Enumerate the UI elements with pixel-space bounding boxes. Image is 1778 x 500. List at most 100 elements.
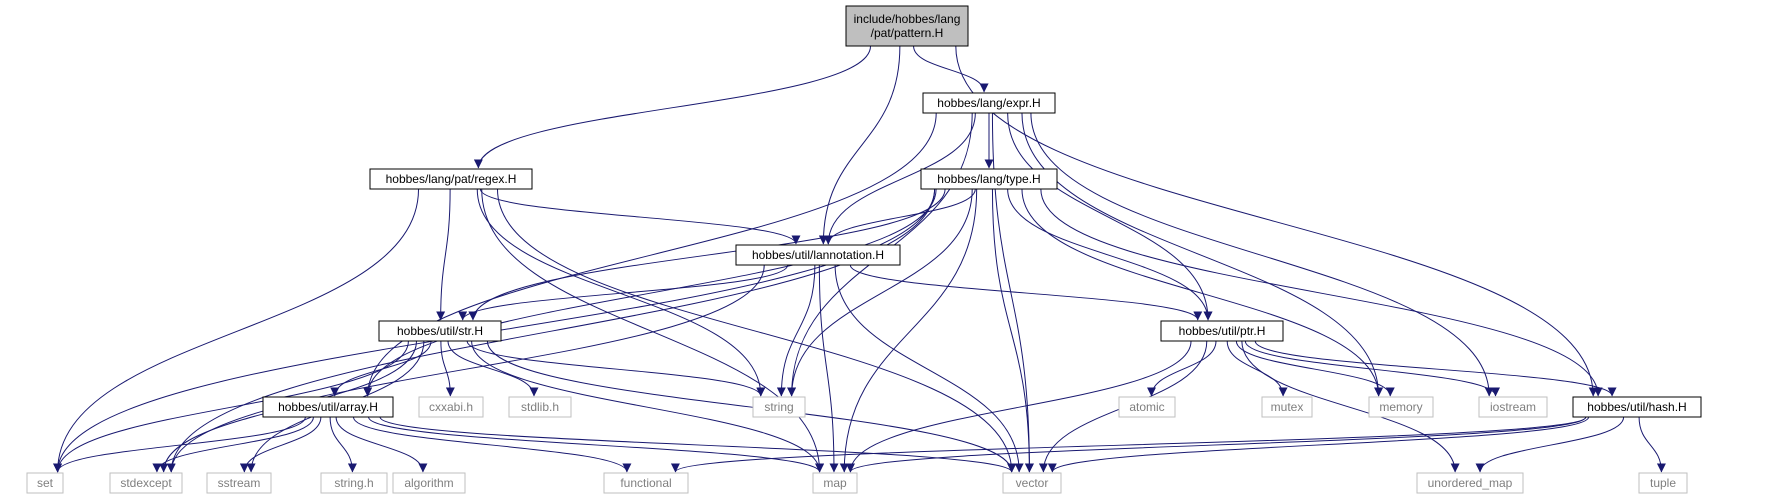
node-cxxabi-box — [418, 396, 484, 418]
edge-type-to-str — [468, 188, 946, 321]
edge-array-to-vector — [379, 416, 1016, 473]
node-atomic[interactable]: atomic — [1118, 396, 1176, 418]
node-sstream-label: sstream — [218, 476, 261, 490]
edge-ptr-to-map — [845, 340, 1192, 473]
node-stdexcept-label: stdexcept — [120, 476, 172, 490]
node-tuple-box — [1638, 472, 1688, 494]
edge-type-to-vector — [991, 188, 1034, 473]
node-stdexcept-box — [109, 472, 183, 494]
node-type-box — [920, 168, 1058, 190]
node-algorithm[interactable]: algorithm — [392, 472, 466, 494]
node-hash-box — [1572, 396, 1702, 418]
node-vector-box — [1002, 472, 1062, 494]
edge-type-to-hash — [1040, 188, 1603, 397]
node-stdlib-label: stdlib.h — [521, 400, 559, 414]
node-cxxabi[interactable]: cxxabi.h — [418, 396, 484, 418]
edge-array-to-map — [368, 416, 824, 473]
node-array[interactable]: hobbes/util/array.H — [262, 396, 394, 418]
edge-hash-to-map — [846, 416, 1587, 473]
node-iostream-label: iostream — [1490, 400, 1536, 414]
edge-type-to-stdexcept — [166, 188, 936, 473]
edge-array-to-functional — [352, 416, 632, 473]
node-atomic-label: atomic — [1129, 400, 1164, 414]
node-algorithm-label: algorithm — [404, 476, 453, 490]
edge-expr-to-memory — [1021, 112, 1384, 397]
node-expr-label: hobbes/lang/expr.H — [937, 96, 1040, 110]
edge-pattern-to-expr — [913, 45, 989, 93]
edge-array-to-set — [53, 416, 306, 473]
node-vector[interactable]: vector — [1002, 472, 1062, 494]
node-tuple[interactable]: tuple — [1638, 472, 1688, 494]
node-string[interactable]: string — [752, 396, 806, 418]
file-nodes: include/hobbes/lang/pat/pattern.H hobbes/… — [26, 5, 1702, 494]
node-memory[interactable]: memory — [1368, 396, 1434, 418]
node-hash[interactable]: hobbes/util/hash.H — [1572, 396, 1702, 418]
edge-regex-to-str — [436, 188, 451, 321]
edge-hash-to-vector — [1047, 416, 1590, 473]
node-iostream-box — [1478, 396, 1548, 418]
node-memory-box — [1368, 396, 1434, 418]
edge-str-to-stdlib — [447, 340, 539, 397]
edge-type-to-memory — [1021, 188, 1384, 397]
node-cxxabi-label: cxxabi.h — [429, 400, 473, 414]
edge-regex-to-string — [476, 188, 766, 397]
node-ptr[interactable]: hobbes/util/ptr.H — [1160, 320, 1284, 342]
node-atomic-box — [1118, 396, 1176, 418]
edge-lannotation-to-map — [818, 264, 839, 473]
node-type-label: hobbes/lang/type.H — [937, 172, 1040, 186]
node-mutex-label: mutex — [1271, 400, 1304, 414]
edge-expr-to-array — [363, 112, 937, 397]
node-expr[interactable]: hobbes/lang/expr.H — [922, 92, 1056, 114]
edge-expr-to-iostream — [1030, 112, 1494, 397]
edge-lannotation-to-str — [458, 264, 789, 321]
edge-hash-to-functional — [671, 416, 1587, 473]
edge-pattern-to-lannotation — [818, 45, 901, 245]
node-lannotation-box — [735, 244, 901, 266]
node-stdexcept[interactable]: stdexcept — [109, 472, 183, 494]
node-str[interactable]: hobbes/util/str.H — [378, 320, 502, 342]
node-str-box — [378, 320, 502, 342]
edge-expr-to-ptr — [1007, 112, 1213, 321]
node-sstream[interactable]: sstream — [206, 472, 272, 494]
node-memory-label: memory — [1379, 400, 1422, 414]
node-map[interactable]: map — [812, 472, 858, 494]
edge-array-to-algorithm — [335, 416, 428, 473]
node-unordered_map-label: unordered_map — [1428, 476, 1513, 490]
node-regex-label: hobbes/lang/pat/regex.H — [386, 172, 517, 186]
node-type[interactable]: hobbes/lang/type.H — [920, 168, 1058, 190]
edge-array-to-sstream — [239, 416, 322, 473]
node-iostream[interactable]: iostream — [1478, 396, 1548, 418]
node-pattern-box — [845, 5, 969, 47]
node-pattern[interactable]: include/hobbes/lang/pat/pattern.H — [845, 5, 969, 47]
edge-ptr-to-unordered_map — [1241, 340, 1460, 473]
node-pattern-label-line-2: /pat/pattern.H — [871, 26, 944, 40]
edge-lannotation-to-vector — [834, 264, 1024, 473]
edge-regex-to-lannotation — [479, 188, 801, 245]
edge-lannotation-to-ptr — [849, 264, 1203, 321]
edge-type-to-ptr — [1007, 188, 1213, 321]
node-functional[interactable]: functional — [603, 472, 689, 494]
edge-str-to-cxxabi — [440, 340, 455, 397]
edge-array-to-stdexcept — [152, 416, 314, 473]
node-set-box — [26, 472, 64, 494]
edge-regex-to-map — [481, 188, 825, 473]
edge-ptr-to-mutex — [1226, 340, 1288, 397]
node-stringh-box — [320, 472, 388, 494]
node-set[interactable]: set — [26, 472, 64, 494]
node-vector-label: vector — [1016, 476, 1049, 490]
node-stringh[interactable]: string.h — [320, 472, 388, 494]
node-ptr-label: hobbes/util/ptr.H — [1179, 324, 1266, 338]
edge-hash-to-unordered_map — [1475, 416, 1625, 473]
edge-lannotation-to-string — [776, 264, 816, 397]
node-lannotation-label: hobbes/util/lannotation.H — [752, 248, 884, 262]
node-string-box — [752, 396, 806, 418]
node-unordered_map[interactable]: unordered_map — [1416, 472, 1524, 494]
edge-str-to-map — [471, 340, 825, 473]
edge-type-to-array — [363, 188, 937, 397]
node-regex[interactable]: hobbes/lang/pat/regex.H — [369, 168, 533, 190]
node-lannotation[interactable]: hobbes/util/lannotation.H — [735, 244, 901, 266]
node-mutex[interactable]: mutex — [1261, 396, 1313, 418]
node-tuple-label: tuple — [1650, 476, 1676, 490]
node-stdlib[interactable]: stdlib.h — [508, 396, 572, 418]
